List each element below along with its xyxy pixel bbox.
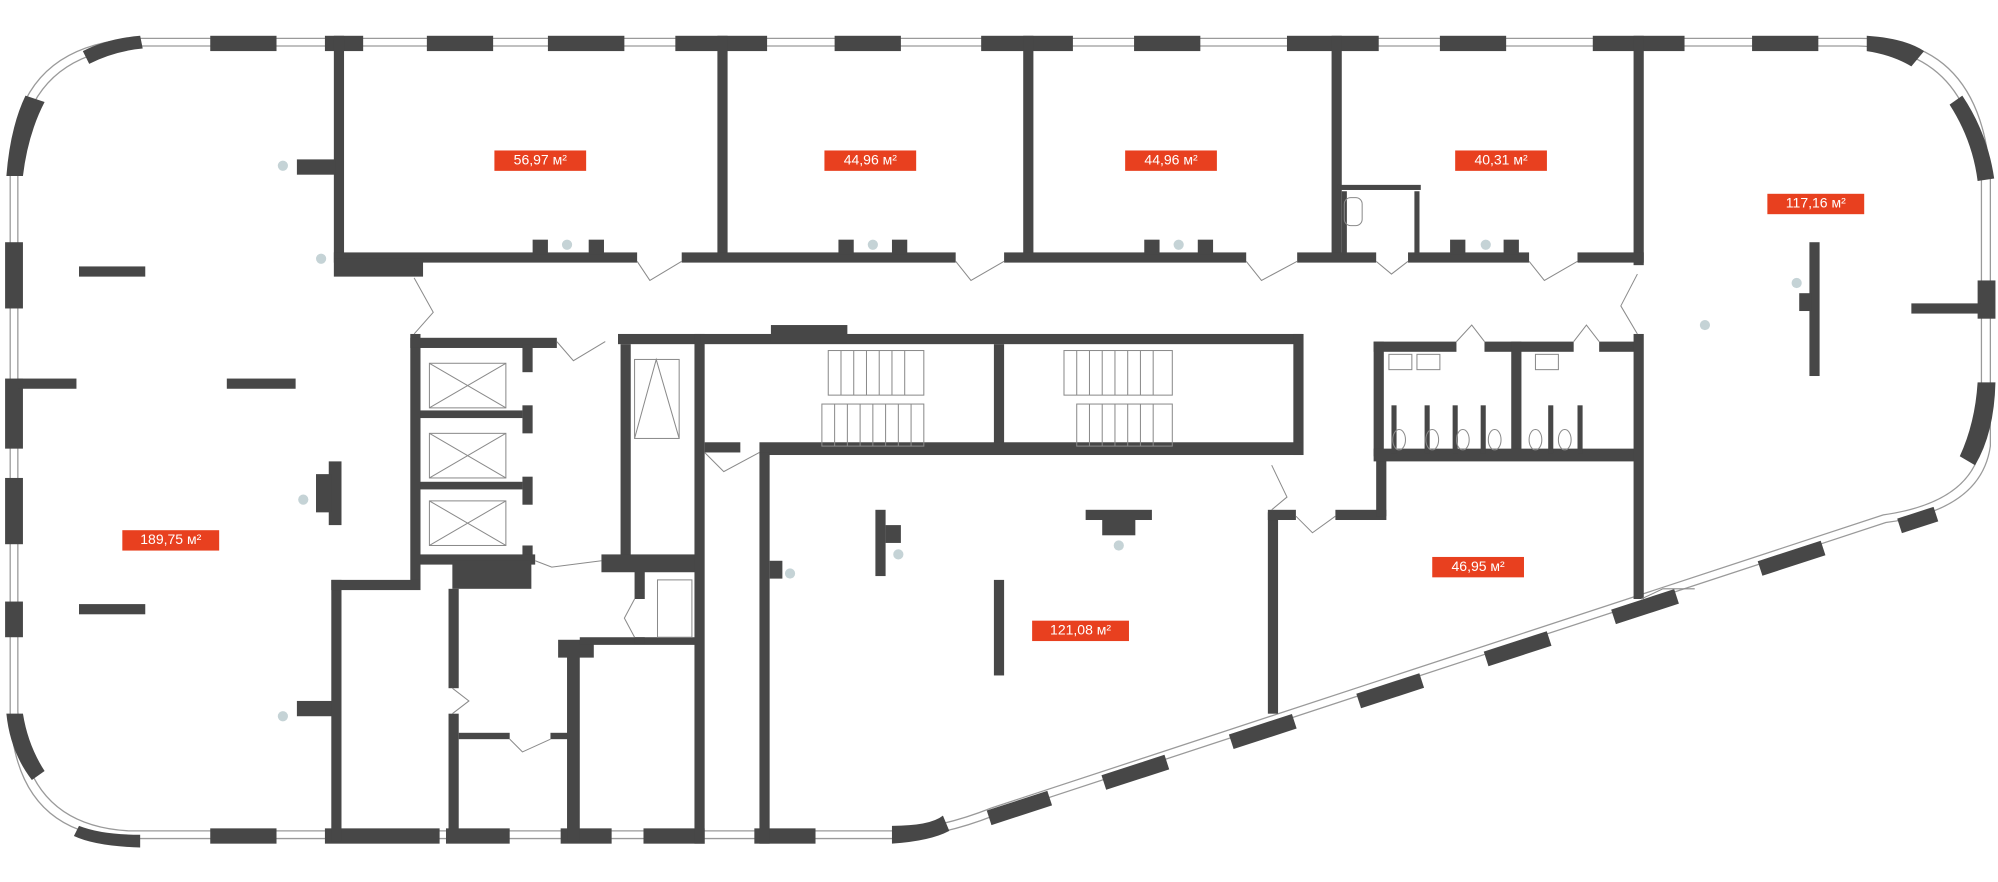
area-text: 56,97 м² [514, 151, 568, 167]
area-label[interactable]: 121,08 м² [1032, 620, 1129, 642]
area-label[interactable]: 44,96 м² [824, 150, 917, 171]
area-label[interactable]: 117,16 м² [1767, 193, 1865, 215]
area-text: 121,08 м² [1050, 622, 1111, 638]
area-label[interactable]: 46,95 м² [1432, 556, 1524, 578]
stairs [656, 197, 1572, 638]
area-text: 44,96 м² [844, 151, 898, 167]
elevators [428, 357, 680, 546]
area-text: 40,31 м² [1474, 151, 1528, 167]
area-text: 46,95 м² [1452, 558, 1506, 574]
area-label[interactable]: 56,97 м² [494, 150, 587, 171]
area-text: 189,75 м² [140, 531, 201, 547]
ceiling-markers [277, 160, 1802, 722]
area-label[interactable]: 189,75 м² [122, 530, 220, 551]
area-text: 44,96 м² [1144, 151, 1198, 167]
interior-walls [17, 35, 1982, 844]
area-label[interactable]: 44,96 м² [1125, 150, 1217, 171]
facade-pillars [5, 35, 1996, 848]
area-label[interactable]: 40,31 м² [1455, 150, 1547, 171]
doors [413, 260, 1695, 753]
area-text: 117,16 м² [1786, 195, 1846, 211]
